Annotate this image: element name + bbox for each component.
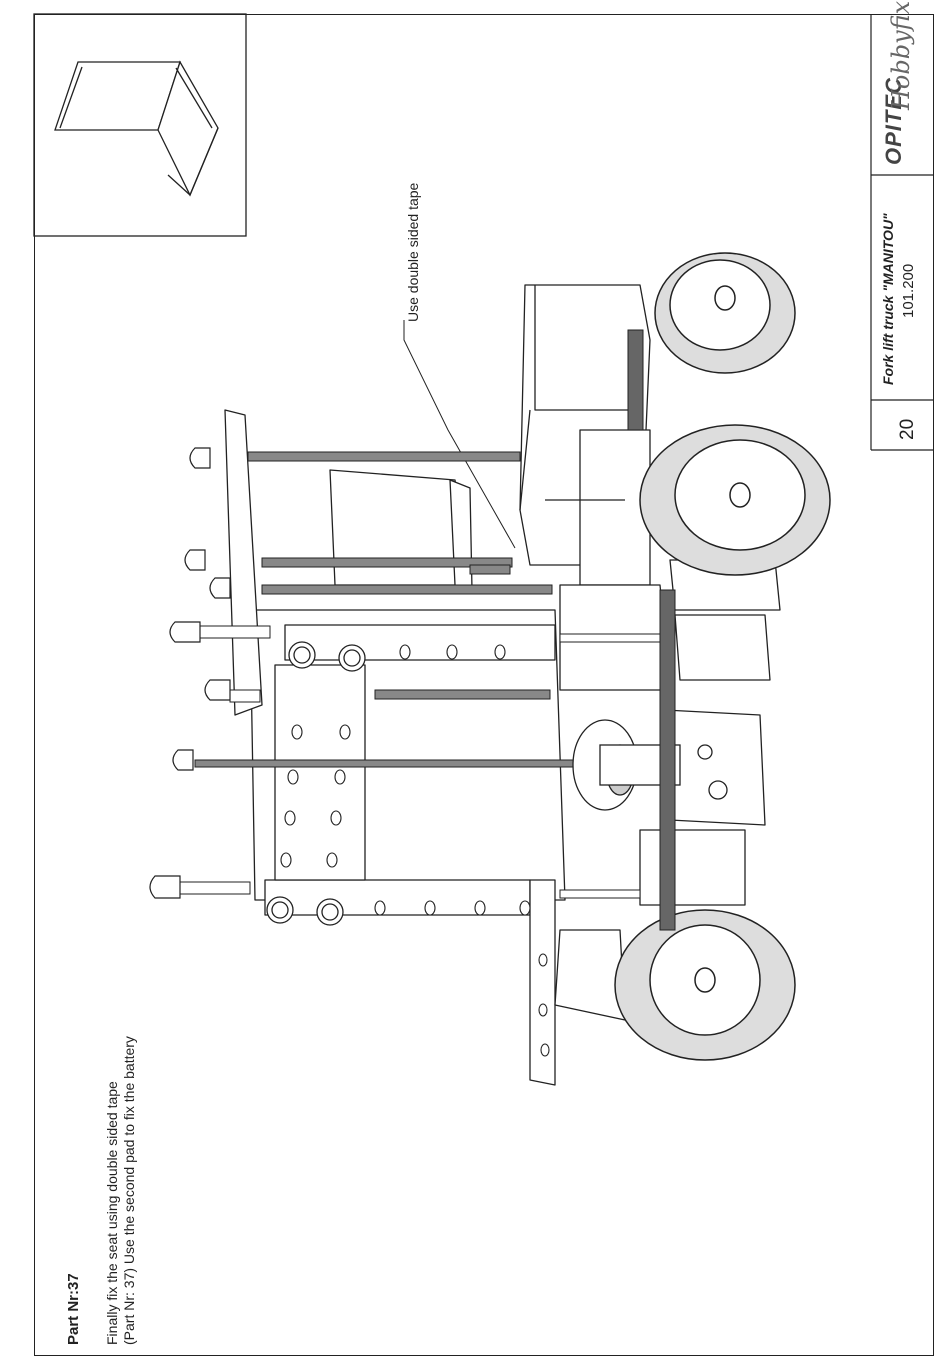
- wheel-front-right: [640, 425, 830, 575]
- cap-nuts: [150, 448, 230, 898]
- part-label: Part Nr:37: [65, 1273, 82, 1345]
- seat-part-inset: [34, 14, 246, 236]
- brand-logo-secondary: Hobbyfix: [887, 1, 915, 110]
- wheel-front-left: [615, 910, 795, 1060]
- instruction-line-2: (Part Nr: 37) Use the second pad to fix …: [121, 1036, 138, 1345]
- wheel-rear-right: [655, 253, 795, 373]
- product-title: Fork lift truck "MANITOU": [880, 213, 896, 385]
- page-number: 20: [897, 419, 919, 440]
- instruction-line-1: Finally fix the seat using double sided …: [104, 1036, 121, 1345]
- callout-label: Use double sided tape: [405, 183, 421, 322]
- product-number: 101.200: [900, 264, 917, 318]
- instruction-text: Finally fix the seat using double sided …: [104, 1036, 138, 1345]
